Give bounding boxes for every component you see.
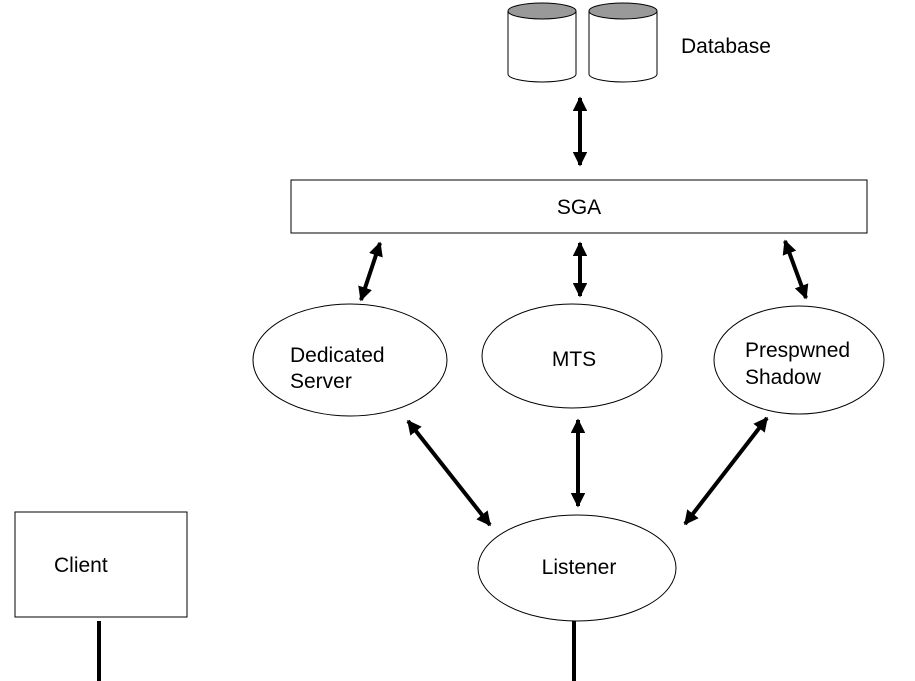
arrow-sga-prespawned	[782, 239, 809, 300]
sga-box	[290, 179, 868, 234]
database-cylinders	[507, 2, 658, 83]
mts-label: MTS	[552, 348, 596, 371]
prespawned-shadow-label-line1: Prespwned	[745, 339, 850, 362]
prespawned-shadow-node	[713, 305, 885, 415]
listener-node	[477, 514, 677, 622]
arrow-prespawned-listener	[683, 416, 769, 526]
database-label: Database	[681, 35, 771, 58]
sga-label: SGA	[557, 196, 601, 219]
dedicated-server-label-line2: Server	[290, 370, 352, 393]
arrow-sga-dedicated	[358, 241, 383, 302]
dedicated-server-label-line1: Dedicated	[290, 344, 385, 367]
prespawned-shadow-label-line2: Shadow	[745, 366, 822, 389]
client-label: Client	[54, 554, 108, 577]
mts-node	[481, 303, 663, 409]
listener-label: Listener	[542, 556, 617, 579]
client-box	[14, 511, 188, 618]
database-cylinder-2	[588, 2, 658, 83]
dedicated-server-node	[252, 303, 448, 417]
arrow-dedicated-listener	[406, 419, 492, 527]
database-cylinder-1	[507, 2, 577, 83]
